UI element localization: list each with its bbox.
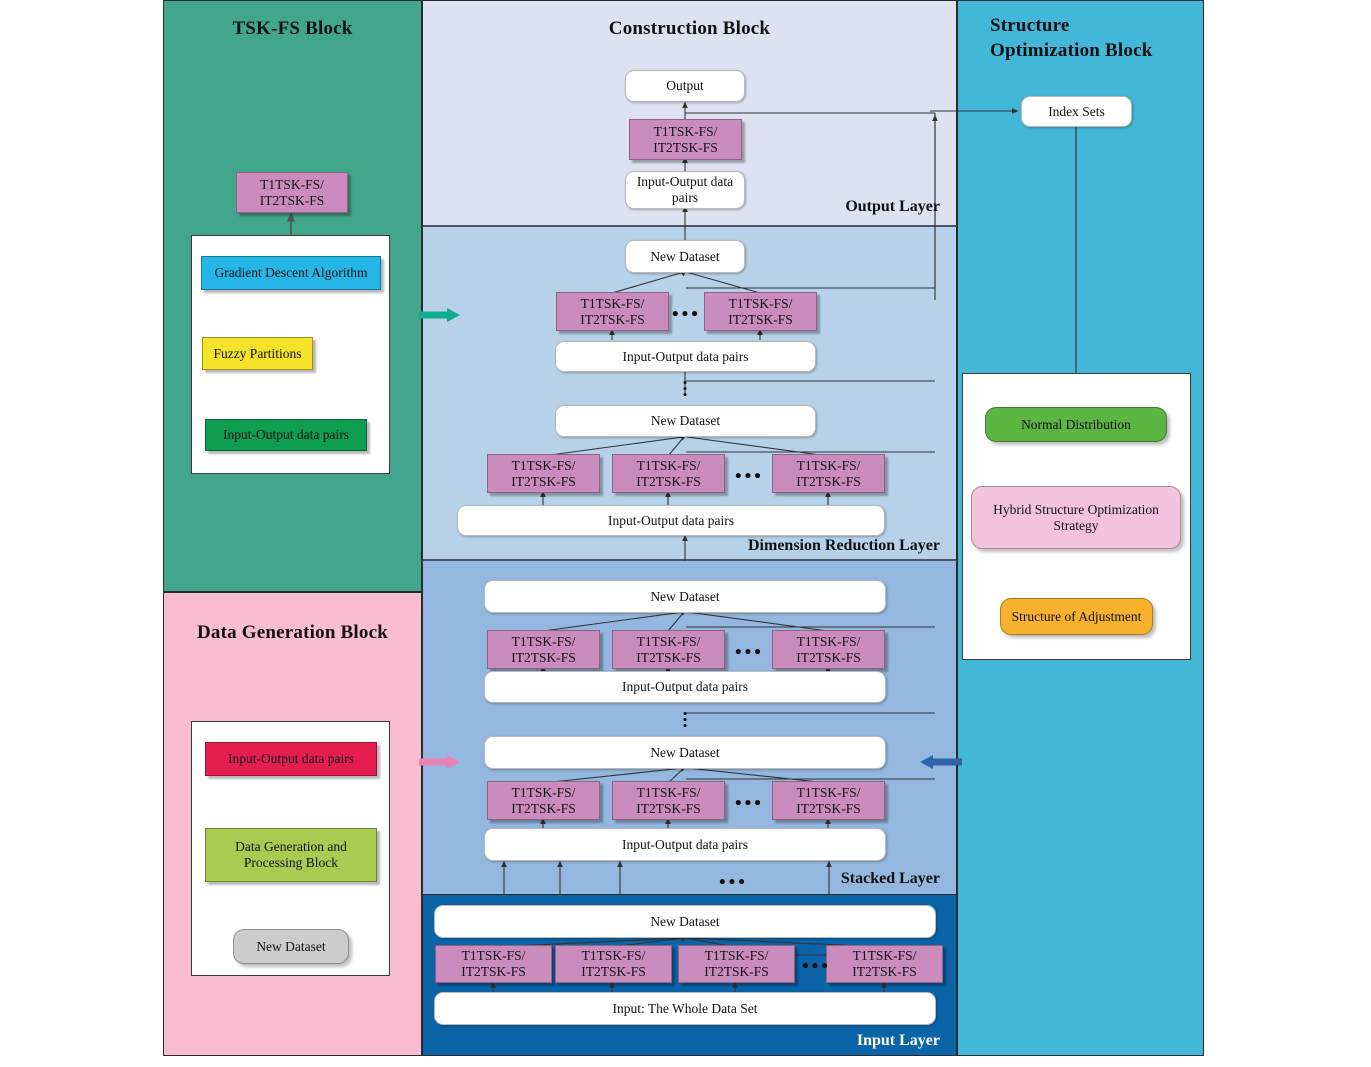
stacked-io-pairs-bottom[interactable]: Input-Output data pairs <box>484 828 886 861</box>
stacked-new-dataset-top[interactable]: New Dataset <box>484 580 886 613</box>
tsk-io-pairs-box[interactable]: Input-Output data pairs <box>205 419 367 451</box>
drl-bottom-ellipsis: ••• <box>735 466 764 487</box>
datagen-io-pairs-box[interactable]: Input-Output data pairs <box>205 742 377 776</box>
dimension-reduction-layer-label: Dimension Reduction Layer <box>748 537 940 554</box>
construction-block-title: Construction Block <box>608 18 771 39</box>
stacked-new-dataset-bottom[interactable]: New Dataset <box>484 736 886 769</box>
output-layer-io-pairs-box[interactable]: Input-Output data pairs <box>625 171 745 209</box>
drl-tsk-bottom-3[interactable]: T1TSK-FS/ IT2TSK-FS <box>772 454 885 493</box>
datagen-new-dataset-box[interactable]: New Dataset <box>233 929 349 964</box>
drl-tsk-top-2[interactable]: T1TSK-FS/ IT2TSK-FS <box>704 292 817 331</box>
gradient-descent-box[interactable]: Gradient Descent Algorithm <box>201 256 381 290</box>
structure-optimization-block-title: Structure Optimization Block <box>990 15 1153 61</box>
input-tsk-1[interactable]: T1TSK-FS/ IT2TSK-FS <box>435 945 552 983</box>
output-layer-tsk-box[interactable]: T1TSK-FS/ IT2TSK-FS <box>629 119 742 160</box>
stacked-tsk-bottom-1[interactable]: T1TSK-FS/ IT2TSK-FS <box>487 781 600 820</box>
tsk-fs-block-title: TSK-FS Block <box>232 18 353 39</box>
input-tsk-4[interactable]: T1TSK-FS/ IT2TSK-FS <box>826 945 943 983</box>
drl-tsk-top-1[interactable]: T1TSK-FS/ IT2TSK-FS <box>556 292 669 331</box>
drl-io-pairs-bottom[interactable]: Input-Output data pairs <box>457 505 885 536</box>
index-sets-box[interactable]: Index Sets <box>1021 96 1132 127</box>
data-generation-processing-box[interactable]: Data Generation and Processing Block <box>205 828 377 882</box>
input-layer-new-dataset[interactable]: New Dataset <box>434 905 936 938</box>
hybrid-strategy-box[interactable]: Hybrid Structure Optimization Strategy <box>971 486 1181 549</box>
stacked-tsk-bottom-2[interactable]: T1TSK-FS/ IT2TSK-FS <box>612 781 725 820</box>
stacked-bottom-ellipsis: ••• <box>735 793 764 814</box>
input-tsk-2[interactable]: T1TSK-FS/ IT2TSK-FS <box>555 945 672 983</box>
input-tsk-3[interactable]: T1TSK-FS/ IT2TSK-FS <box>678 945 795 983</box>
input-layer-ellipsis: ••• <box>802 956 831 977</box>
stacked-vertical-ellipsis: ••• <box>682 706 688 733</box>
output-layer-label: Output Layer <box>845 198 940 215</box>
stacked-layer-label: Stacked Layer <box>840 870 940 887</box>
drl-top-ellipsis: ••• <box>672 304 701 325</box>
drl-io-pairs-top[interactable]: Input-Output data pairs <box>555 341 816 372</box>
stacked-top-ellipsis: ••• <box>735 642 764 663</box>
drl-tsk-bottom-1[interactable]: T1TSK-FS/ IT2TSK-FS <box>487 454 600 493</box>
normal-distribution-box[interactable]: Normal Distribution <box>985 407 1167 442</box>
drl-new-dataset-top[interactable]: New Dataset <box>625 240 745 273</box>
structure-adjustment-box[interactable]: Structure of Adjustment <box>1000 598 1153 635</box>
tsk-fs-model-box[interactable]: T1TSK-FS/ IT2TSK-FS <box>236 172 348 213</box>
drl-tsk-bottom-2[interactable]: T1TSK-FS/ IT2TSK-FS <box>612 454 725 493</box>
stacked-layer-bottom-ellipsis: ••• <box>719 872 748 893</box>
stacked-tsk-top-1[interactable]: T1TSK-FS/ IT2TSK-FS <box>487 630 600 669</box>
stacked-tsk-top-2[interactable]: T1TSK-FS/ IT2TSK-FS <box>612 630 725 669</box>
data-generation-block-title: Data Generation Block <box>196 622 389 643</box>
fuzzy-partitions-box[interactable]: Fuzzy Partitions <box>202 337 313 370</box>
stacked-tsk-bottom-3[interactable]: T1TSK-FS/ IT2TSK-FS <box>772 781 885 820</box>
stacked-tsk-top-3[interactable]: T1TSK-FS/ IT2TSK-FS <box>772 630 885 669</box>
drl-new-dataset-bottom[interactable]: New Dataset <box>555 405 816 437</box>
input-layer-label: Input Layer <box>856 1032 940 1049</box>
drl-vertical-ellipsis: ••• <box>682 375 688 402</box>
stacked-io-pairs-top[interactable]: Input-Output data pairs <box>484 671 886 703</box>
input-whole-dataset-box[interactable]: Input: The Whole Data Set <box>434 992 936 1025</box>
output-box[interactable]: Output <box>625 70 745 102</box>
